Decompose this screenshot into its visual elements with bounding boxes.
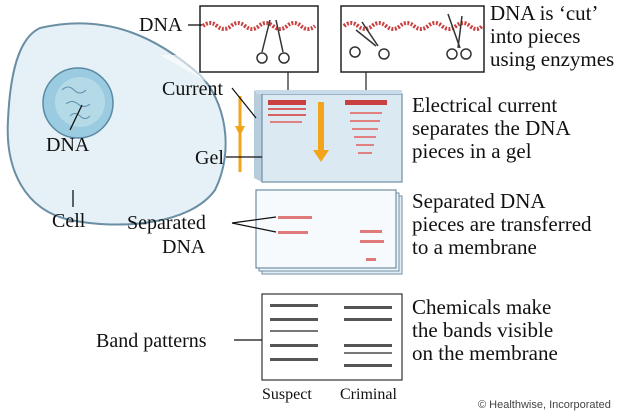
suspect-band-5 [270,358,318,361]
scissors-icon-2 [349,21,390,60]
step2-line2: separates the DNA [412,116,571,140]
step3-membrane [231,189,403,275]
criminal-band-4 [344,352,392,354]
suspect-band-1 [270,304,318,307]
criminal-band-5 [344,364,392,367]
nucleus-inner [55,77,105,127]
gel-band-right-6 [356,144,374,146]
gel-band-right-2 [350,112,382,114]
gel-slab [261,93,403,183]
gel-band-left-4 [270,121,302,123]
suspect-band-4 [270,344,318,347]
step2-line3: pieces in a gel [412,139,532,163]
gel-band-left-3 [268,114,306,116]
separated-pointer-1 [231,216,277,224]
gel-side [254,90,262,182]
step1-line2: into pieces [490,24,581,48]
current-arrow-icon [313,102,329,162]
band-patterns-label: Band patterns [96,330,207,352]
criminal-label: Criminal [340,386,397,403]
dna-cell-label: DNA [46,134,90,156]
gel-band-right-1 [345,100,387,105]
gel-band-right-3 [350,120,380,122]
gel-band-right-4 [352,128,378,130]
criminal-band-3 [344,344,392,347]
criminal-band-2 [344,318,392,321]
gel-band-right-7 [358,152,372,154]
scissors-icon-3 [446,13,472,60]
step3-line3: to a membrane [412,235,537,259]
separated-label-line1: Separated [127,212,206,234]
copyright-text: © Healthwise, Incorporated [478,399,611,411]
gel-band-right-5 [354,136,376,138]
criminal-band-1 [344,306,392,309]
nucleus-dna-strands [61,86,91,119]
gel-top-edge [256,90,402,94]
step2-line1: Electrical current [412,93,558,117]
current-pointer [231,87,257,119]
step1-line3: using enzymes [490,47,615,71]
gel-band-left-1 [268,100,306,105]
mem-band-l1 [278,216,312,219]
step2-gel [226,87,403,183]
current-wire-icon [235,96,245,172]
mem-band-l2 [278,231,308,234]
dna-box-left [199,5,319,73]
gel-band-left-2 [268,108,306,110]
step4-line1: Chemicals make [412,295,552,319]
dna-top-label: DNA [139,14,183,36]
gel-label: Gel [195,147,224,169]
step1-dna-cut [188,5,485,93]
membrane-front [255,189,397,269]
mem-band-r3 [366,258,376,261]
suspect-band-2 [270,318,318,321]
step4-line3: on the membrane [412,341,558,365]
step4-band-patterns [234,293,403,381]
suspect-band-3 [270,330,318,332]
current-label: Current [162,78,224,100]
separated-pointer-2 [231,222,277,233]
separated-label-line2: DNA [162,236,206,258]
cell-membrane [6,22,227,226]
dna-box-right [340,5,485,73]
cell-label: Cell [52,210,86,232]
dna-strand-right [342,21,484,31]
cell-illustration [6,22,230,226]
suspect-label: Suspect [262,386,312,403]
step3-line1: Separated DNA [412,189,546,213]
step1-line1: DNA is ‘cut’ [490,1,599,25]
mem-band-r1 [360,230,382,233]
scissors-icon-1 [256,19,290,64]
dna-pointer [69,104,83,131]
mem-band-r2 [360,240,384,243]
step4-line2: the bands visible [412,318,554,342]
step3-line2: pieces are transferred [412,212,592,236]
